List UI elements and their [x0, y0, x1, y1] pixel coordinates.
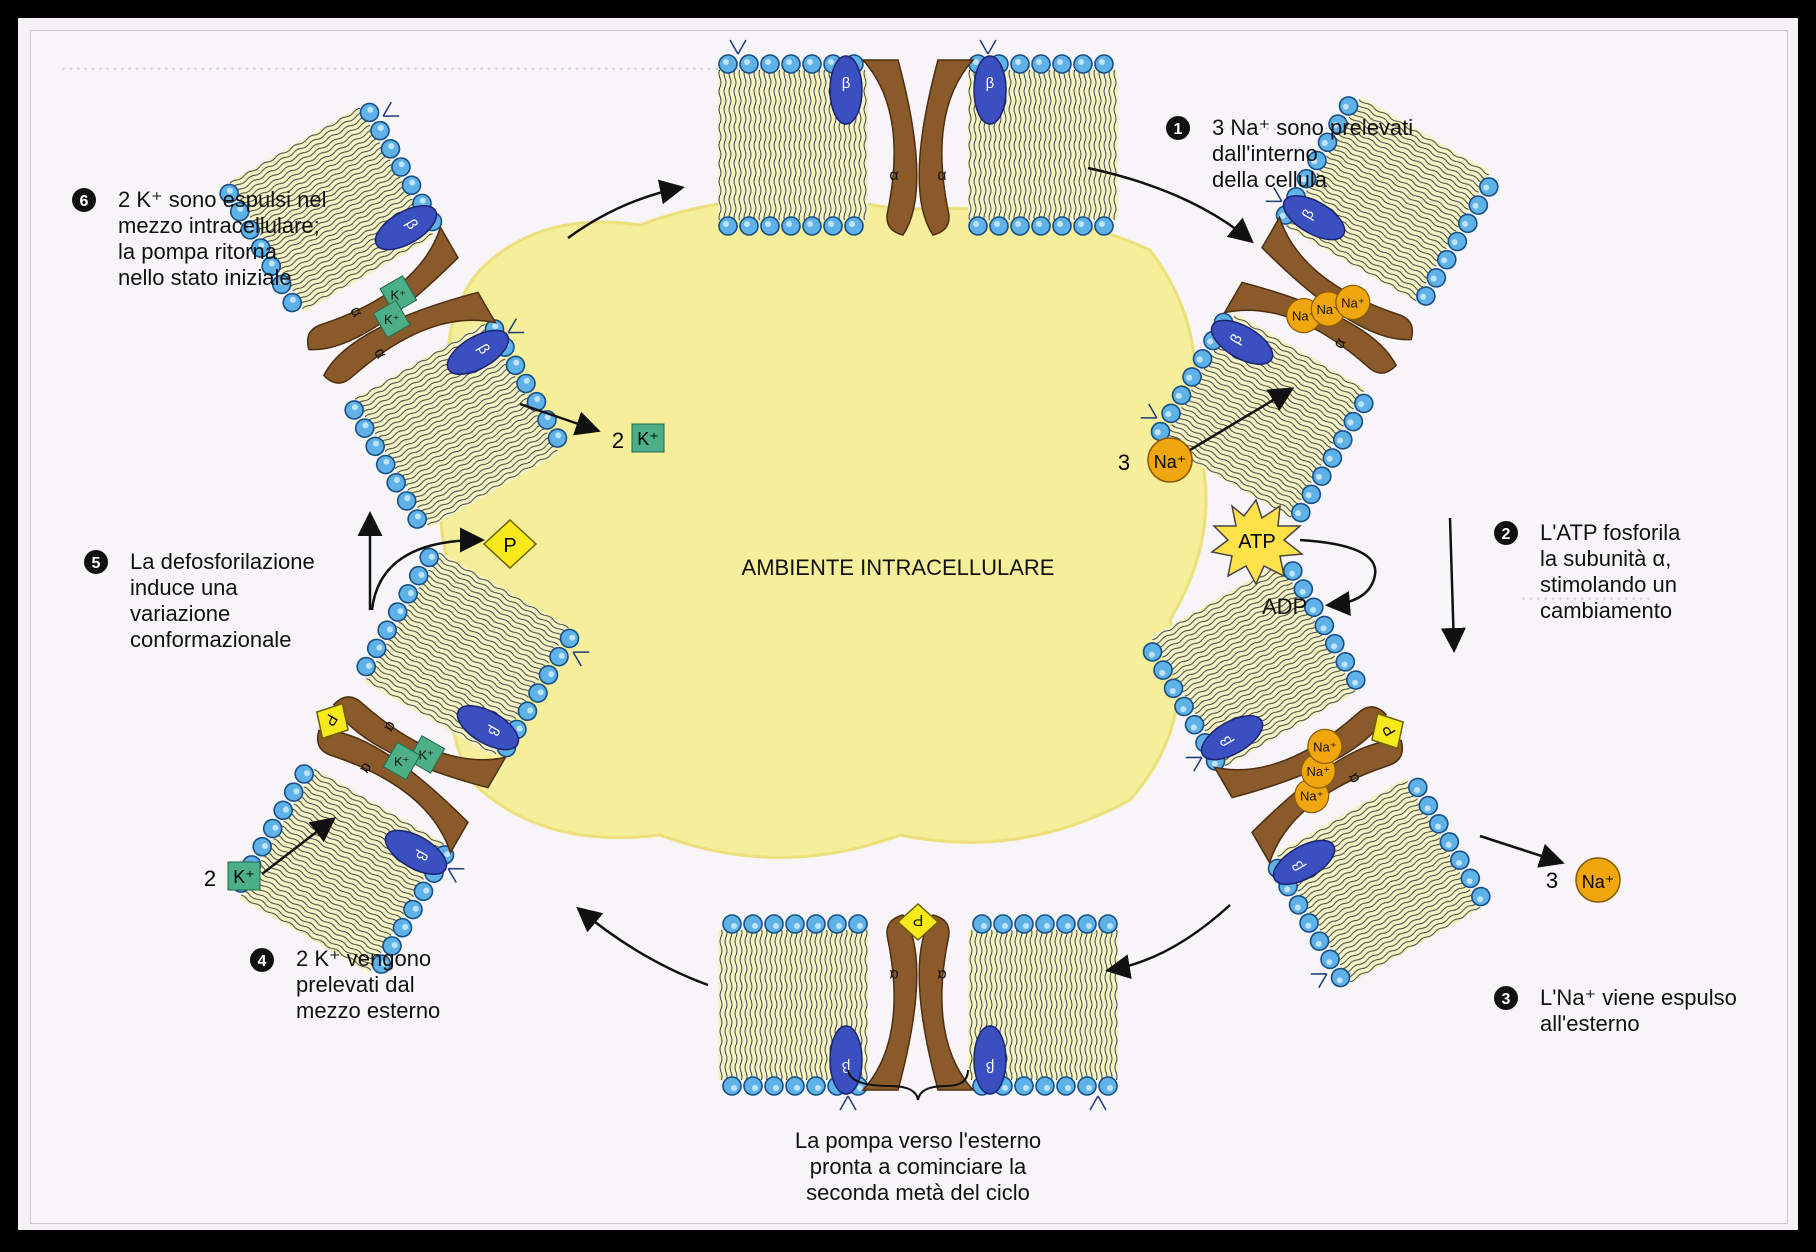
svg-text:La pompa verso l'esterno: La pompa verso l'esterno [795, 1128, 1041, 1153]
svg-text:3 Na⁺ sono prelevati: 3 Na⁺ sono prelevati [1212, 115, 1413, 140]
svg-text:all'esterno: all'esterno [1540, 1011, 1640, 1036]
phosphate-released: P [484, 520, 536, 568]
svg-text:Na⁺: Na⁺ [1154, 452, 1187, 472]
svg-text:6: 6 [80, 193, 89, 210]
svg-text:La defosforilazione: La defosforilazione [130, 549, 315, 574]
svg-text:della cellula: della cellula [1212, 167, 1328, 192]
svg-text:dall'interno: dall'interno [1212, 141, 1318, 166]
svg-text:prelevati dal: prelevati dal [296, 972, 415, 997]
svg-text:ATP: ATP [1238, 531, 1275, 553]
svg-text:la pompa ritorna: la pompa ritorna [118, 239, 278, 264]
step-2: 2 L'ATP fosforila la subunità α, stimola… [1494, 520, 1681, 623]
svg-text:cambiamento: cambiamento [1540, 598, 1672, 623]
step-1: 1 3 Na⁺ sono prelevati dall'interno dell… [1166, 115, 1413, 192]
step-5: 5 La defosforilazione induce una variazi… [84, 549, 315, 652]
arrow-left-to-top [568, 188, 680, 238]
arrow-k-out [520, 404, 596, 430]
cycle-arrows [262, 168, 1560, 985]
k-ion-inside-released: K⁺ 2 [612, 424, 664, 453]
bottom-brace [848, 1070, 968, 1100]
svg-text:2: 2 [1502, 526, 1511, 543]
atp-burst: ATP [1212, 500, 1302, 584]
svg-text:4: 4 [258, 953, 267, 970]
svg-text:3: 3 [1502, 991, 1511, 1008]
svg-text:2 K⁺ vengono: 2 K⁺ vengono [296, 946, 431, 971]
arrow-k-in [262, 820, 332, 874]
svg-text:2: 2 [612, 428, 624, 453]
atp-to-adp-arrow [1300, 540, 1375, 605]
svg-text:variazione: variazione [130, 601, 230, 626]
svg-text:K⁺: K⁺ [637, 429, 659, 449]
step-6: 6 2 K⁺ sono espulsi nel mezzo intracellu… [72, 187, 327, 290]
adp-label: ADP [1262, 594, 1307, 619]
svg-text:1: 1 [1174, 121, 1183, 138]
bottom-caption: La pompa verso l'esterno pronta a cominc… [795, 1128, 1041, 1205]
arrow-right-to-bottom [1110, 905, 1230, 970]
svg-text:mezzo intracellulare;: mezzo intracellulare; [118, 213, 320, 238]
arrow-bottom-to-left [580, 910, 708, 985]
svg-text:2: 2 [204, 866, 216, 891]
svg-text:seconda metà del ciclo: seconda metà del ciclo [806, 1180, 1030, 1205]
svg-text:2 K⁺ sono espulsi nel: 2 K⁺ sono espulsi nel [118, 187, 327, 212]
step-3: 3 L'Na⁺ viene espulso all'esterno [1494, 985, 1737, 1036]
svg-text:L'ATP fosforila: L'ATP fosforila [1540, 520, 1681, 545]
svg-text:3: 3 [1546, 868, 1558, 893]
svg-text:conformazionale: conformazionale [130, 627, 291, 652]
na-ion-outside-in: Na⁺ 3 [1118, 438, 1192, 482]
step-4: 4 2 K⁺ vengono prelevati dal mezzo ester… [250, 946, 440, 1023]
svg-text:L'Na⁺ viene espulso: L'Na⁺ viene espulso [1540, 985, 1737, 1010]
svg-text:P: P [503, 535, 516, 557]
svg-text:induce una: induce una [130, 575, 238, 600]
na-ion-outside-out: Na⁺ 3 [1546, 858, 1620, 902]
svg-text:stimolando un: stimolando un [1540, 572, 1677, 597]
arrow-right-down [1450, 518, 1454, 648]
arrow-na-out [1480, 836, 1560, 862]
svg-text:5: 5 [92, 555, 101, 572]
arrow-p-release [372, 540, 480, 610]
svg-text:mezzo esterno: mezzo esterno [296, 998, 440, 1023]
svg-text:pronta a cominciare la: pronta a cominciare la [810, 1154, 1027, 1179]
svg-text:3: 3 [1118, 450, 1130, 475]
k-ion-outside-in: K⁺ 2 [204, 862, 260, 891]
svg-text:nello stato iniziale: nello stato iniziale [118, 265, 292, 290]
svg-text:Na⁺: Na⁺ [1582, 872, 1615, 892]
svg-text:la subunità α,: la subunità α, [1540, 546, 1671, 571]
svg-text:K⁺: K⁺ [233, 867, 255, 887]
arrow-na-in [1190, 390, 1290, 450]
